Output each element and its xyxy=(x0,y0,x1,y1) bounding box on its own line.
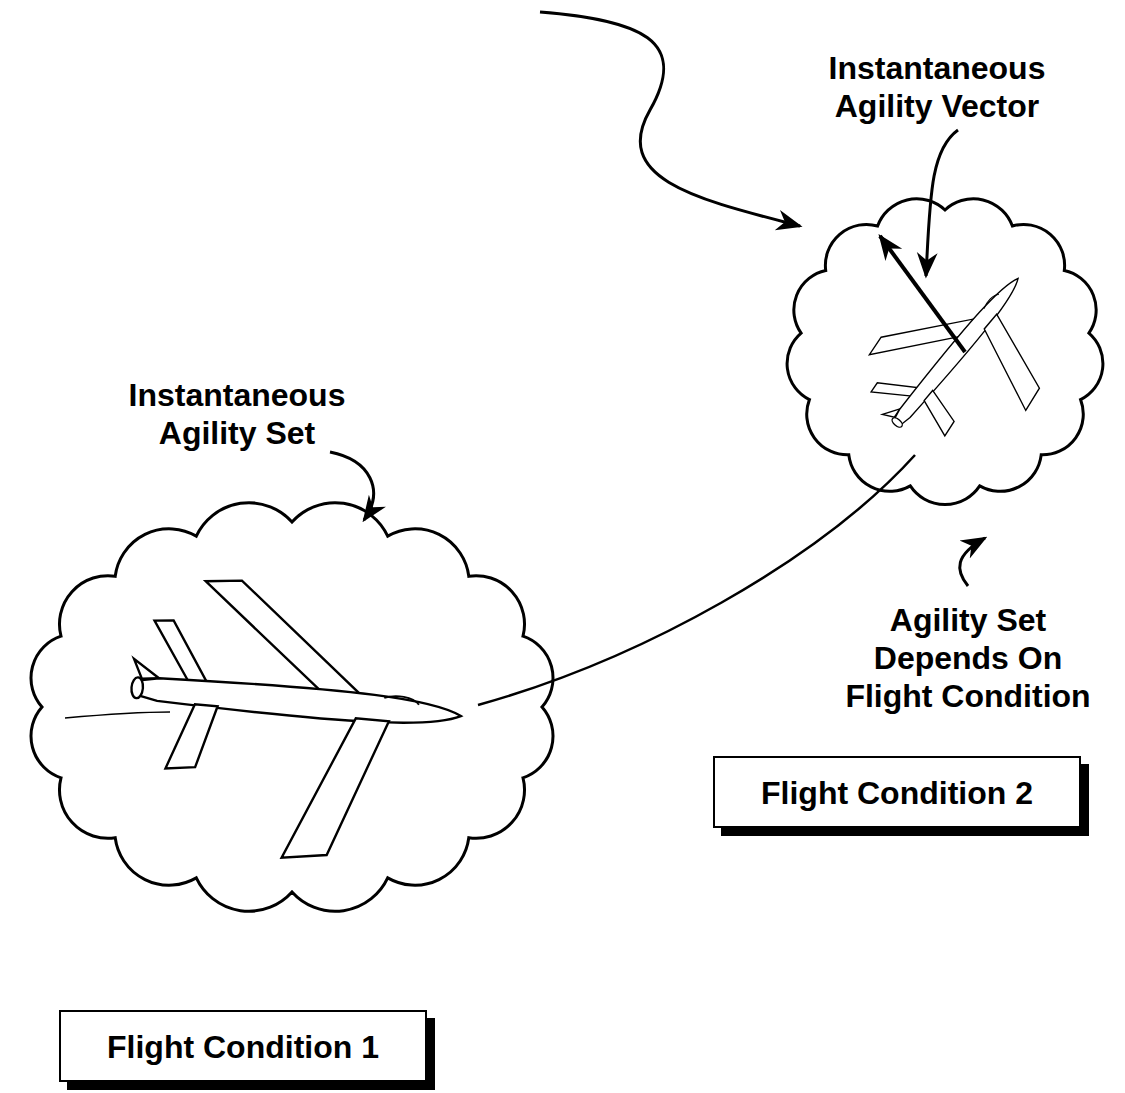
annotation-label: Agility Set Depends On Flight Condition xyxy=(838,601,1098,715)
agility-vector-arrow xyxy=(880,236,965,352)
annotation-label: Instantaneous Agility Vector xyxy=(807,49,1067,125)
flight-condition-box: Flight Condition 1 xyxy=(59,1010,427,1082)
leader-arrow xyxy=(960,538,985,586)
airplane-2 xyxy=(844,235,1088,483)
trajectory xyxy=(478,455,915,705)
curvy-arrow xyxy=(540,12,800,226)
annotation-label: Instantaneous Agility Set xyxy=(107,376,367,452)
airplane-1 xyxy=(118,572,471,872)
box-label: Flight Condition 1 xyxy=(61,1027,425,1067)
leader-arrow xyxy=(330,452,373,520)
flight-path xyxy=(65,712,170,718)
leader-arrow xyxy=(926,130,958,276)
agility-set-cloud xyxy=(787,199,1103,505)
agility-set-cloud xyxy=(31,503,553,912)
box-label: Flight Condition 2 xyxy=(715,773,1079,813)
flight-condition-box: Flight Condition 2 xyxy=(713,756,1081,828)
